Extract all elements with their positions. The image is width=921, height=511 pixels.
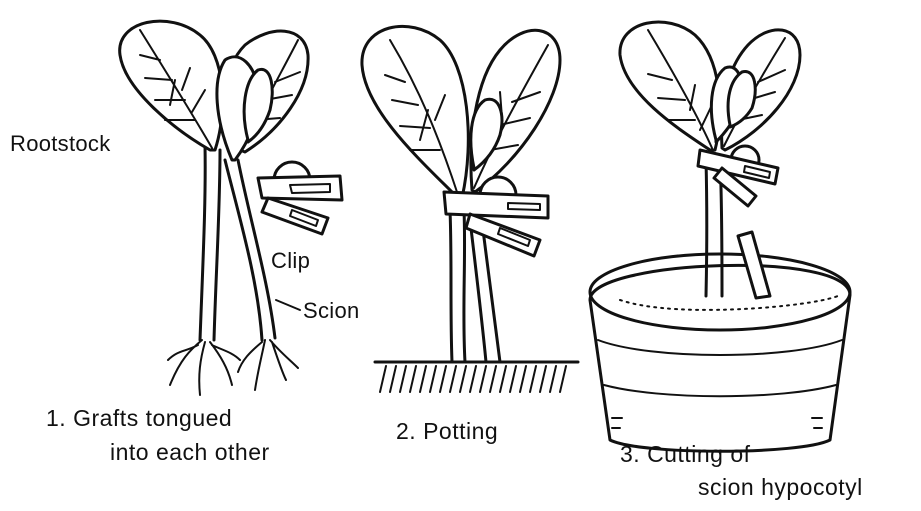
panel-1-illustration xyxy=(120,21,342,395)
clip-label: Clip xyxy=(271,250,310,272)
step2-caption: 2. Potting xyxy=(396,420,498,443)
scion-leader-line xyxy=(276,300,300,310)
panel-3-illustration xyxy=(590,22,850,451)
step3-caption-line1: 3. Cutting of xyxy=(620,443,751,466)
clip-illustration xyxy=(258,162,342,234)
step1-caption-line2: into each other xyxy=(110,441,270,464)
panel-2-illustration xyxy=(362,26,578,392)
pot xyxy=(590,254,850,451)
step3-caption-line2: scion hypocotyl xyxy=(698,476,863,499)
step1-caption-line1: 1. Grafts tongued xyxy=(46,407,232,430)
soil-ground xyxy=(375,362,578,392)
clip-on-stem xyxy=(698,146,778,206)
scion-label: Scion xyxy=(303,300,360,322)
rootstock-label: Rootstock xyxy=(10,133,111,155)
